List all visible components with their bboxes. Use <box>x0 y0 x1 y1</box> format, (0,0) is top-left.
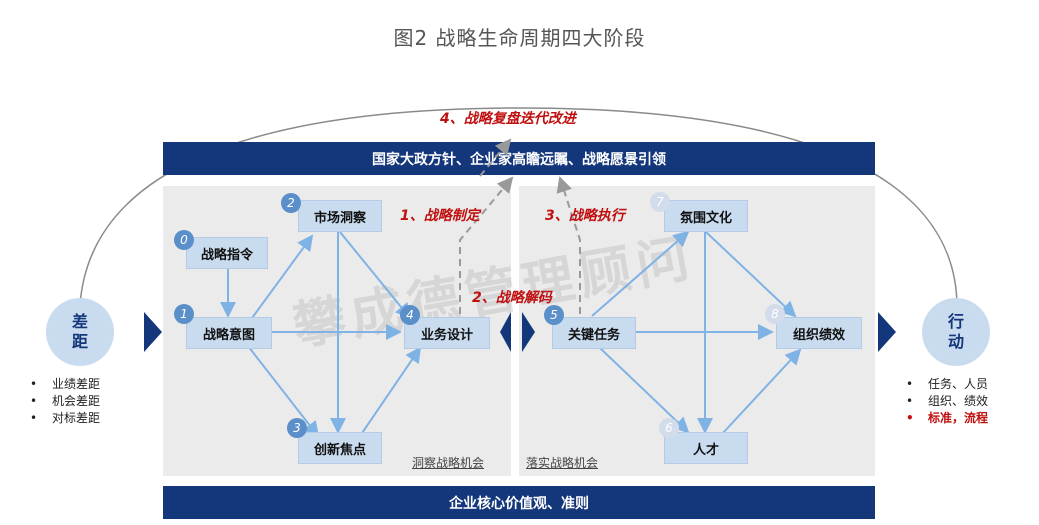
stage-label-4: 4、战略复盘迭代改进 <box>440 111 576 127</box>
node-strategic-intent: 战略意图 <box>186 317 272 349</box>
badge-7: 7 <box>650 192 670 212</box>
action-bullets: •任务、人员 •组织、绩效 •标准，流程 <box>906 376 988 427</box>
list-item: •对标差距 <box>30 411 101 425</box>
gap-circle: 差 距 <box>46 298 114 366</box>
list-item: •业绩差距 <box>30 377 101 391</box>
node-market-insight: 市场洞察 <box>298 200 382 232</box>
right-chevron <box>878 312 896 352</box>
list-item: •组织、绩效 <box>906 394 989 408</box>
bottom-banner: 企业核心价值观、准则 <box>163 486 875 519</box>
node-key-tasks: 关键任务 <box>552 317 636 349</box>
gap-bullets: •业绩差距 •机会差距 •对标差距 <box>30 376 100 427</box>
list-item: •标准，流程 <box>906 411 989 425</box>
badge-1: 1 <box>174 304 194 324</box>
node-talent: 人才 <box>664 432 748 464</box>
diagram-title: 图2 战略生命周期四大阶段 <box>393 26 646 50</box>
list-item: •机会差距 <box>30 394 101 408</box>
right-panel-label: 落实战略机会 <box>526 456 599 470</box>
stage-label-1: 1、战略制定 <box>400 208 480 224</box>
badge-5: 5 <box>544 305 564 325</box>
action-circle: 行 动 <box>922 298 990 366</box>
list-item: •任务、人员 <box>906 377 989 391</box>
badge-0: 0 <box>174 230 194 250</box>
badge-3: 3 <box>287 418 307 438</box>
node-business-design: 业务设计 <box>404 317 490 349</box>
left-panel-label: 洞察战略机会 <box>412 456 485 470</box>
top-banner: 国家大政方针、企业家高瞻远瞩、战略愿景引领 <box>163 142 875 175</box>
left-chevron <box>144 312 162 352</box>
badge-2: 2 <box>281 193 301 213</box>
split-arrow <box>500 312 511 352</box>
review-arc <box>79 107 958 306</box>
node-strategy-directive: 战略指令 <box>186 237 268 269</box>
badge-8: 8 <box>765 304 785 324</box>
stage-label-2: 2、战略解码 <box>472 290 552 306</box>
node-org-performance: 组织绩效 <box>776 317 862 349</box>
node-innovation-focus: 创新焦点 <box>298 432 382 464</box>
badge-4: 4 <box>400 305 420 325</box>
badge-6: 6 <box>659 418 679 438</box>
stage-label-3: 3、战略执行 <box>545 208 625 224</box>
node-culture-climate: 氛围文化 <box>664 200 748 232</box>
